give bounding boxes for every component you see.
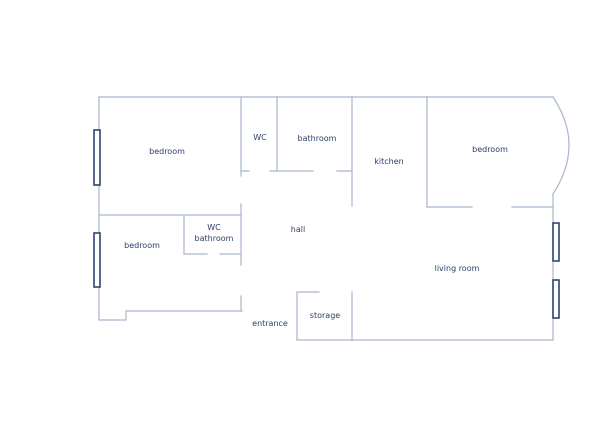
label-wc-bathroom-line1: WC <box>207 223 221 232</box>
window-right-upper <box>552 222 560 262</box>
label-wc-top: WC <box>253 133 267 142</box>
label-entrance: entrance <box>252 319 288 328</box>
bay-window-curve <box>552 96 570 195</box>
room-labels: bedroom WC bathroom kitchen bedroom WC b… <box>124 133 508 328</box>
label-storage: storage <box>310 311 340 320</box>
label-wc-bathroom-line2: bathroom <box>195 234 234 243</box>
label-bedroom-top-right: bedroom <box>472 145 508 154</box>
label-bathroom-top: bathroom <box>298 134 337 143</box>
label-kitchen: kitchen <box>374 157 403 166</box>
interior-walls <box>98 96 554 341</box>
window-left-upper <box>93 129 101 186</box>
window-right-lower <box>552 279 560 319</box>
label-bedroom-top-left: bedroom <box>149 147 185 156</box>
outer-wall-bottom-left-step <box>98 310 243 321</box>
label-bedroom-bottom-left: bedroom <box>124 241 160 250</box>
window-left-lower <box>93 232 101 288</box>
windows <box>93 129 560 319</box>
label-hall: hall <box>291 225 305 234</box>
label-living-room: living room <box>435 264 480 273</box>
